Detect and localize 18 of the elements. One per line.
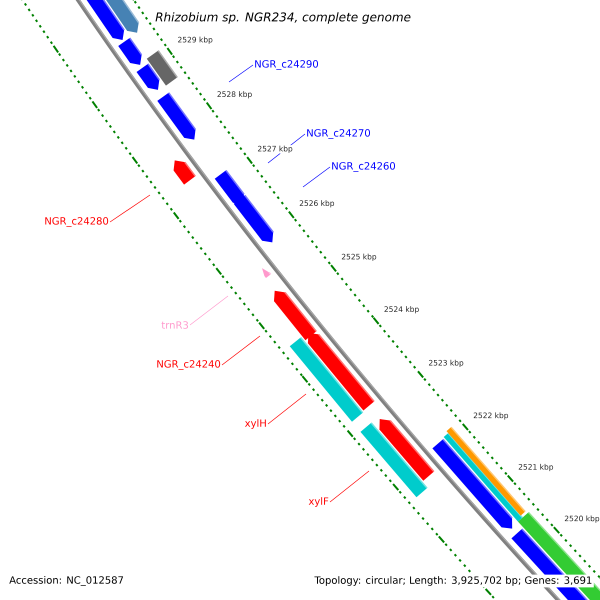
gene-label: NGR_c24240 xyxy=(157,360,220,370)
leader-line xyxy=(222,336,260,366)
leader-line xyxy=(190,296,228,326)
title: Rhizobium sp. NGR234, complete genome xyxy=(156,12,410,24)
leader-line xyxy=(330,470,370,502)
leader-line xyxy=(110,194,150,222)
leader-line xyxy=(302,166,330,188)
gene-label: NGR_c24270 xyxy=(307,129,370,139)
gene-label: NGR_c24280 xyxy=(45,217,108,227)
leader-line xyxy=(228,64,254,82)
gene-label: xylF xyxy=(308,497,328,507)
leader-line xyxy=(268,394,306,424)
gene-label: NGR_c24260 xyxy=(332,162,396,172)
footer-text: Topology: circular; Length: 3,925,702 bp; Genes: 3,691 xyxy=(312,574,594,588)
gene-label: NGR_c24290 xyxy=(255,60,318,70)
gene-label: trnR3 xyxy=(162,321,188,329)
gene-label: xylH xyxy=(244,419,266,429)
footer-text: Accession: NC_012587 xyxy=(9,576,124,586)
